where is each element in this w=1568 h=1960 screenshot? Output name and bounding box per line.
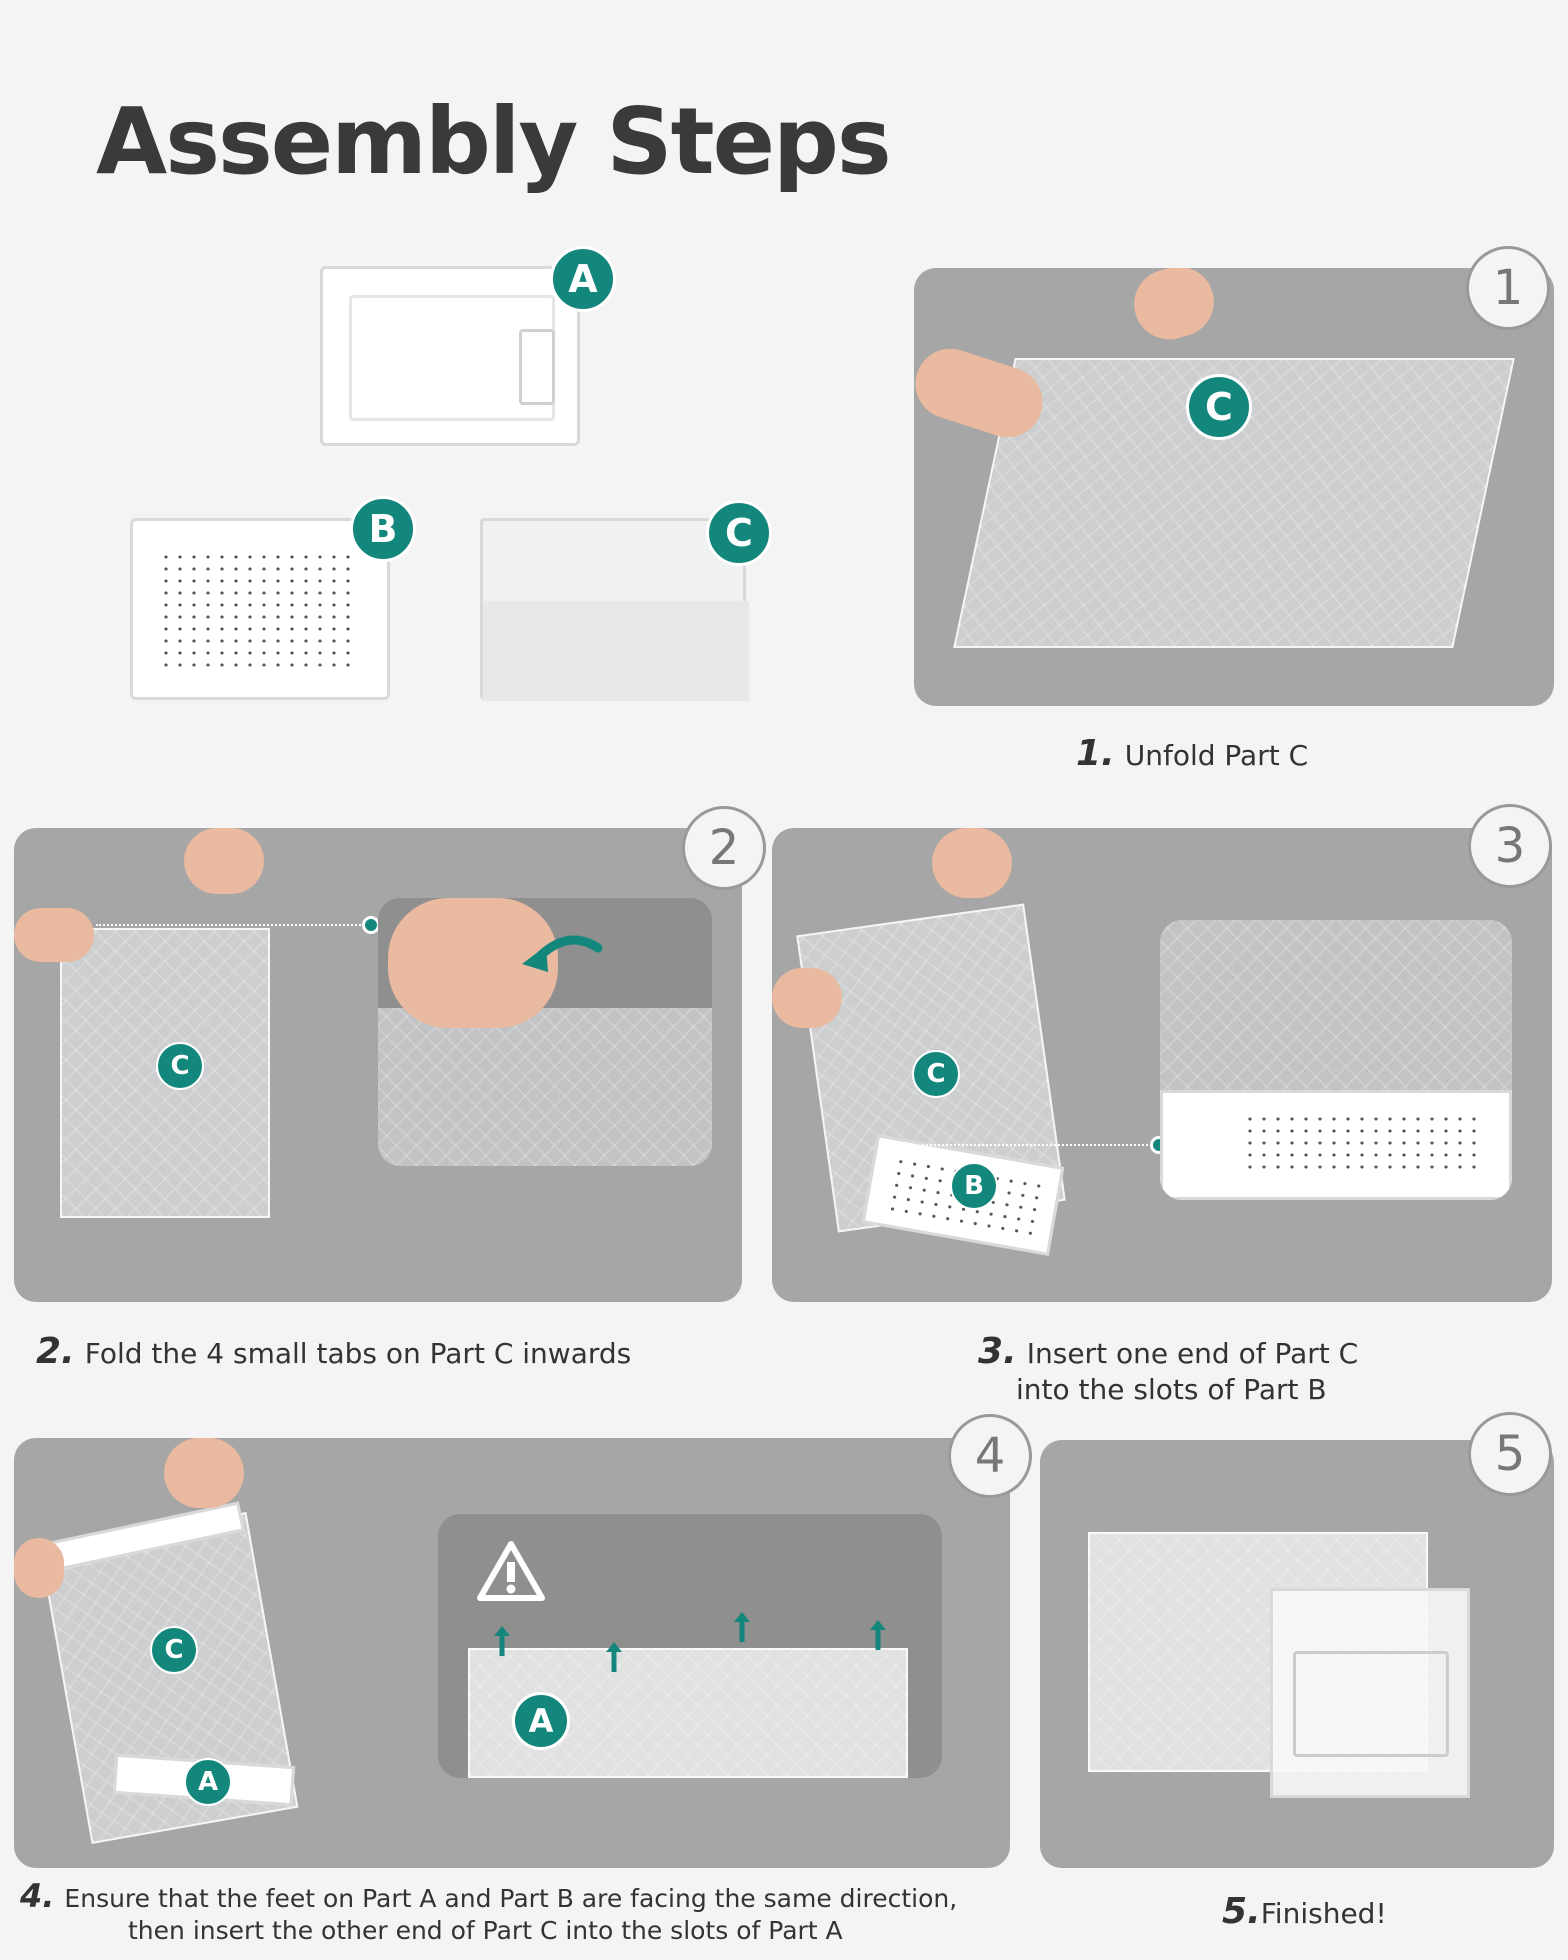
- warning-icon: [477, 1541, 545, 1601]
- arrow-up-icon: [734, 1612, 750, 1642]
- step-2-hand-left: [14, 908, 94, 962]
- step-3-caption: 3.Insert one end of Part C into the slot…: [978, 1331, 1359, 1407]
- step-2-hand-top: [184, 828, 264, 894]
- part-b-image: [130, 518, 390, 700]
- step-3-detail-inset: [1160, 920, 1512, 1200]
- step-4-detail-part-a-badge: A: [512, 1692, 570, 1750]
- step-2-part-c-badge: C: [156, 1042, 204, 1090]
- step-3-panel: C B: [772, 828, 1552, 1302]
- step-4-panel: C A A: [14, 1438, 1010, 1868]
- step-1-number: 1: [1466, 246, 1550, 330]
- step-5-caption: 5.Finished!: [1222, 1891, 1387, 1932]
- arrow-up-icon: [870, 1620, 886, 1650]
- step-2-detail-inset: [378, 898, 712, 1166]
- step-1-panel: C: [914, 268, 1554, 706]
- arrow-up-icon: [494, 1626, 510, 1656]
- step-3-hand-top: [932, 828, 1012, 898]
- step-4-part-a-badge: A: [184, 1758, 232, 1806]
- step-4-detail-inset: A: [438, 1514, 942, 1778]
- step-5-number: 5: [1468, 1412, 1552, 1496]
- step-4-number: 4: [948, 1414, 1032, 1498]
- step-4-part-c-badge: C: [150, 1626, 198, 1674]
- part-c-badge: C: [706, 500, 772, 566]
- step-3-hand-left: [772, 968, 842, 1028]
- step-2-number: 2: [682, 806, 766, 890]
- step-3-part-b-badge: B: [950, 1162, 998, 1210]
- step-4-hand-top: [164, 1438, 244, 1508]
- step-4-caption: 4.Ensure that the feet on Part A and Par…: [20, 1877, 958, 1945]
- part-b-badge: B: [350, 496, 416, 562]
- part-a-image: [320, 266, 580, 446]
- step-5-panel: [1040, 1440, 1554, 1868]
- page-title: Assembly Steps: [96, 88, 892, 195]
- step-2-panel: C: [14, 828, 742, 1302]
- step-1-hand-top: [1126, 268, 1222, 348]
- arrow-up-icon: [606, 1642, 622, 1672]
- step-1-caption: 1.Unfold Part C: [1076, 733, 1309, 774]
- step-1-part-c-badge: C: [1186, 374, 1252, 440]
- curved-arrow-icon: [522, 935, 603, 972]
- step-2-caption: 2.Fold the 4 small tabs on Part C inward…: [36, 1331, 632, 1372]
- step-3-part-c-badge: C: [912, 1050, 960, 1098]
- part-a-badge: A: [550, 246, 616, 312]
- parts-overview: A B C: [120, 246, 800, 720]
- step-4-hand-left: [14, 1538, 64, 1598]
- step-3-number: 3: [1468, 804, 1552, 888]
- part-c-image: [480, 518, 749, 701]
